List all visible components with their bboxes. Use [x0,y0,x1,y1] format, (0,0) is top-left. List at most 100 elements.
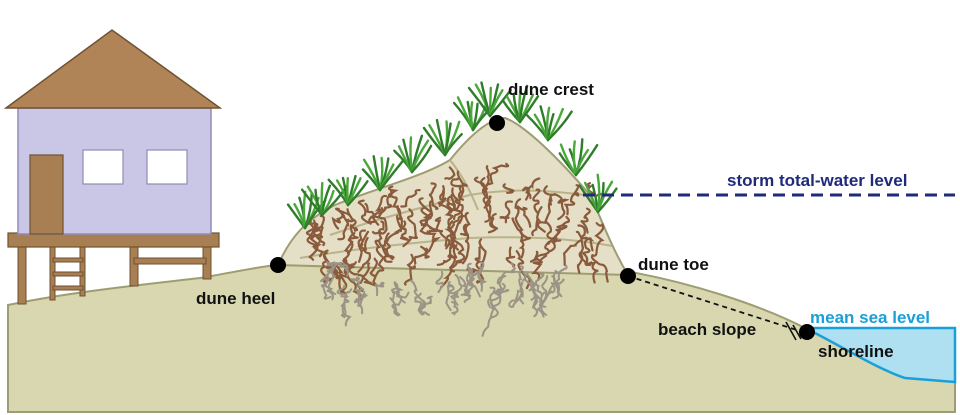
root-strand [562,239,581,267]
grass-tuft [361,155,405,192]
root-strand [450,261,463,273]
house-door [29,154,64,235]
root-strand [518,265,525,305]
root-strand [450,301,459,316]
root-strand [480,177,491,209]
root-strand [536,197,553,233]
root-strand [477,269,488,292]
root-strand [428,182,439,210]
root-strand [419,200,433,227]
sea-water [804,326,957,384]
root-strand [462,211,471,265]
root-strand [357,290,367,315]
grass-blade [574,143,599,177]
root-strand [459,276,471,303]
root-strand [460,265,482,296]
root-strand [521,186,530,201]
root-strand [447,281,460,306]
grass-blade [346,180,369,207]
root-strand [420,245,430,259]
root-strand [413,248,429,265]
root-strand [309,235,325,258]
grass-blade [572,140,578,177]
root-strand [357,199,372,225]
root-strand [403,253,416,286]
root-strand [378,189,393,215]
grass-blade [488,88,512,118]
grass-blade [546,110,573,142]
house-window [82,149,124,185]
root-strand [493,289,510,307]
root-strand [541,282,556,296]
dune-crest-label: dune crest [508,80,594,99]
house-stairs [49,245,86,301]
grass-tuft [467,81,512,118]
root-strand [450,177,465,211]
house-deck [7,232,220,248]
grass-blade [435,118,447,157]
grass-blade [409,136,414,174]
root-strand [322,252,339,278]
root-strand [487,286,497,310]
grass-blade [410,144,433,174]
root-strand [505,246,516,268]
root-strand [402,208,419,248]
grass-blade [378,159,405,192]
root-network [305,162,609,301]
root-strand [367,255,387,287]
root-strand [512,271,527,308]
root-strand [447,218,459,251]
root-strand [308,226,324,261]
root-strand [487,212,498,234]
root-strand [551,278,565,300]
house-roof [3,29,223,109]
grass-tuft [501,84,540,124]
storm-level-label: storm total-water level [727,171,907,190]
root-strand [496,262,517,285]
root-strand [428,216,442,233]
root-strand [577,224,595,252]
root-strand [374,239,393,263]
root-strand [578,251,599,284]
root-strand [327,261,342,296]
root-strand [547,224,564,245]
root-strand [374,281,385,297]
root-strand [390,281,399,301]
root-strand [525,177,541,200]
house-stilt [17,245,27,305]
root-strand [369,257,378,278]
root-strand [514,198,532,242]
root-strand [538,275,549,316]
root-strand [502,183,515,194]
grass-blade [302,190,307,230]
root-strand [370,194,388,226]
root-strand [356,280,365,303]
root-strand [334,263,348,296]
shoreline-point [799,324,815,340]
beach-house [3,29,223,305]
root-strand [424,215,451,250]
root-strand [320,269,332,300]
root-strand [414,292,425,316]
root-strand [357,230,370,252]
root-strand [543,185,557,206]
root-strand [553,193,570,221]
grass-tuft [393,134,433,174]
mean-sea-level-label: mean sea level [810,308,930,327]
root-strand [305,220,319,238]
root-strand [554,264,568,291]
root-strand [516,205,532,228]
root-strand [409,279,427,312]
root-strand [386,220,407,243]
root-strand [483,165,490,189]
root-strand [396,291,410,299]
root-strand [320,261,334,283]
root-strand [456,170,468,201]
root-strand [532,188,541,214]
root-strand [337,211,350,241]
root-strand [444,166,456,180]
root-strand [339,262,350,277]
dune-layer-line [449,159,479,211]
